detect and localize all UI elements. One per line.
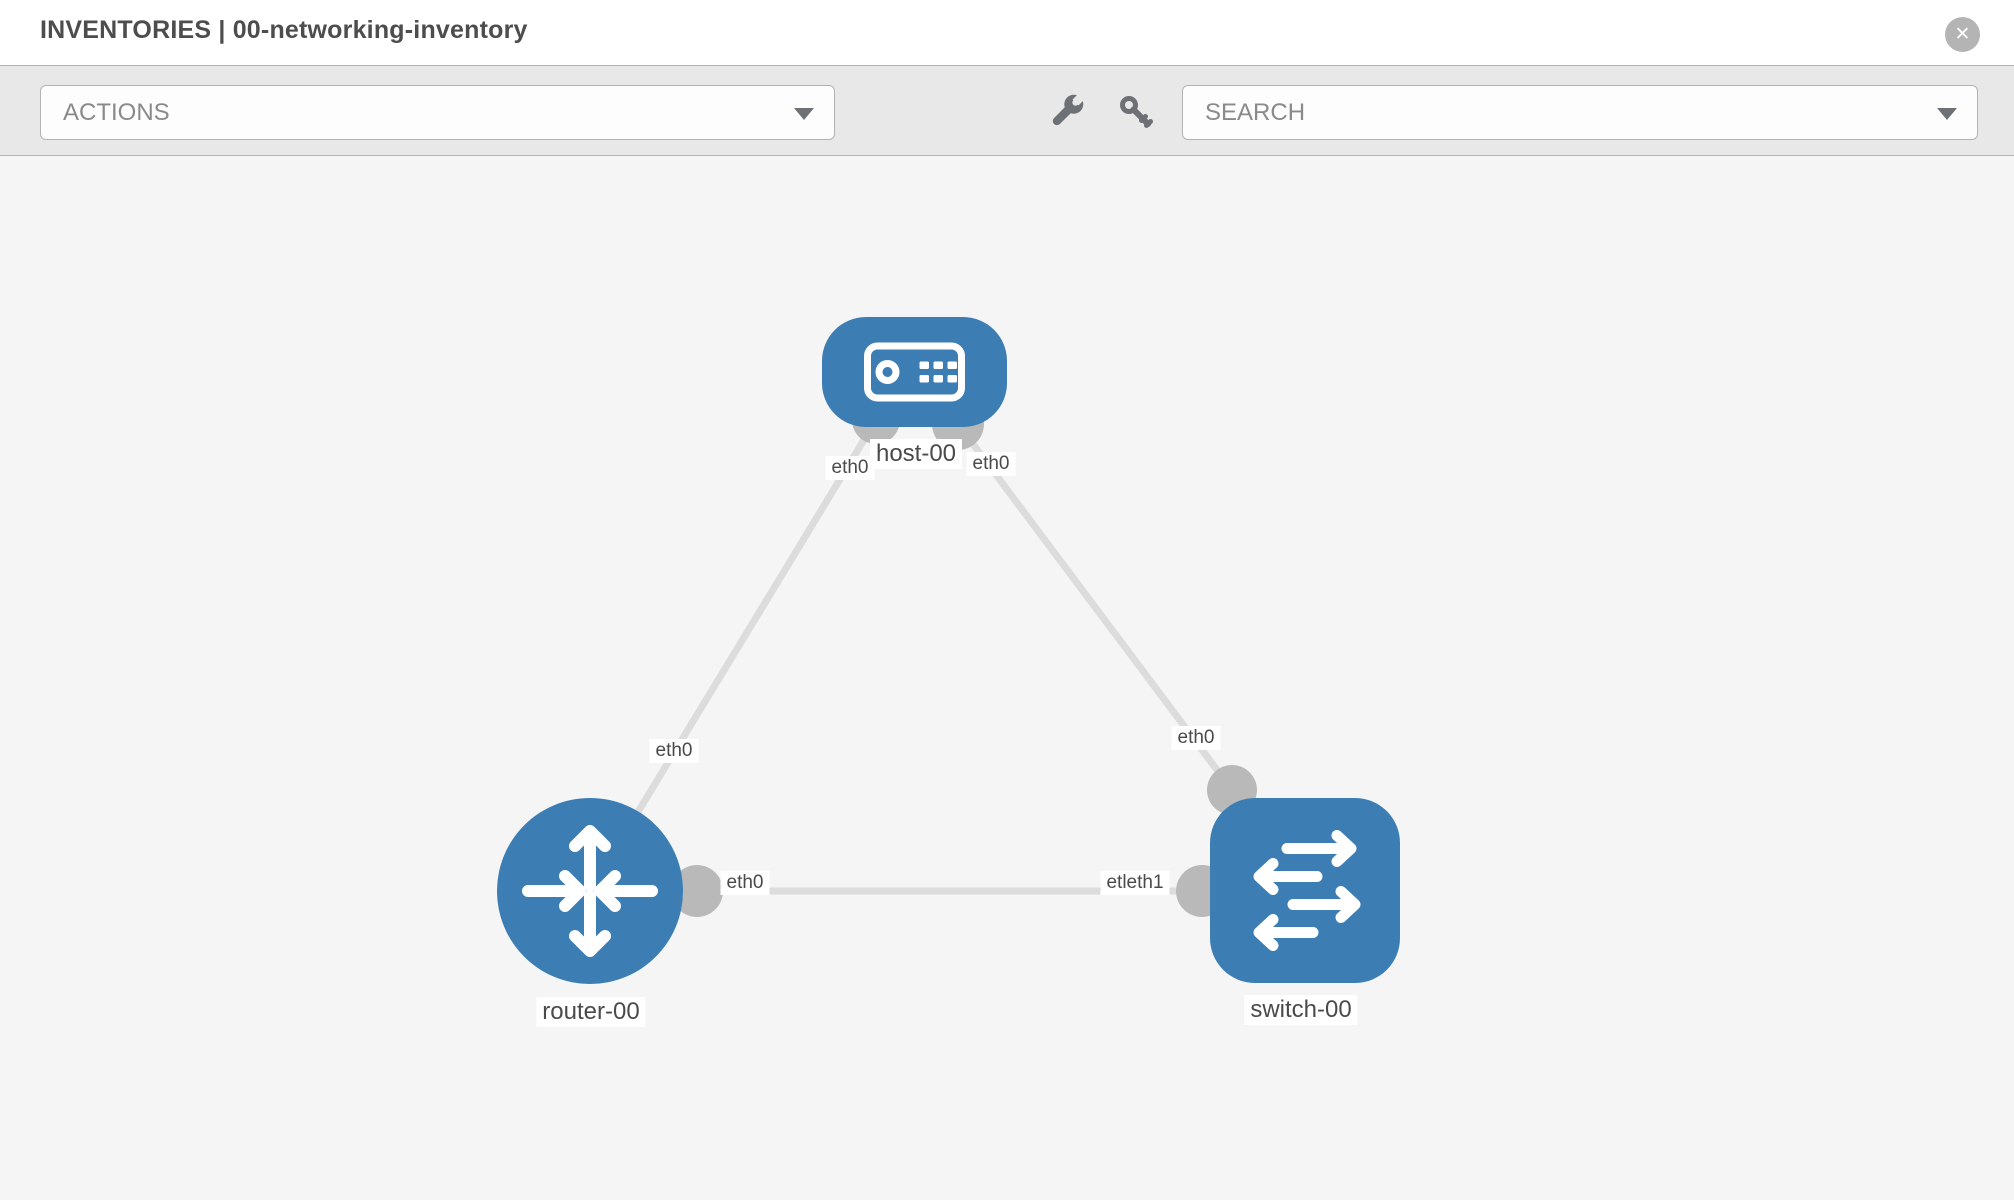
node-label-host[interactable]: host-00: [869, 439, 963, 469]
interface-label: eth0: [720, 871, 770, 895]
close-button[interactable]: ✕: [1945, 17, 1980, 52]
interface-label: eth0: [966, 452, 1016, 476]
page-header: INVENTORIES | 00-networking-inventory ✕: [0, 0, 2014, 65]
toolbar: ACTIONS SEARCH: [0, 65, 2014, 156]
interface-label: eth0: [1171, 726, 1221, 750]
router-icon: [522, 825, 658, 957]
interface-label: etleth1: [1100, 871, 1170, 895]
actions-dropdown[interactable]: ACTIONS: [40, 85, 835, 140]
chevron-down-icon: [794, 108, 814, 120]
topology-canvas[interactable]: host-00 eth0 eth0 eth0 eth0 eth0 etleth1…: [0, 156, 2014, 1200]
node-label-switch[interactable]: switch-00: [1244, 995, 1358, 1025]
page-title: INVENTORIES | 00-networking-inventory: [40, 16, 528, 44]
node-switch-00[interactable]: [1210, 798, 1400, 983]
node-router-00[interactable]: [497, 798, 683, 984]
topology-links: [587, 418, 1235, 895]
search-dropdown[interactable]: SEARCH: [1182, 85, 1978, 140]
interface-label: eth0: [825, 456, 875, 480]
node-host-00[interactable]: [822, 317, 1007, 427]
interface-label: eth0: [649, 739, 699, 763]
switch-icon: [1253, 830, 1361, 951]
close-icon: ✕: [1954, 24, 1971, 45]
search-placeholder: SEARCH: [1205, 98, 1306, 126]
topology-svg: [497, 317, 1400, 984]
node-label-router[interactable]: router-00: [536, 997, 646, 1027]
wrench-icon[interactable]: [1046, 92, 1086, 132]
connector-router-right[interactable]: [671, 865, 723, 917]
key-icon[interactable]: [1116, 92, 1156, 132]
interface-connectors: [671, 396, 1257, 917]
chevron-down-icon: [1937, 108, 1957, 120]
host-icon: [864, 342, 965, 402]
actions-dropdown-label: ACTIONS: [63, 98, 170, 126]
